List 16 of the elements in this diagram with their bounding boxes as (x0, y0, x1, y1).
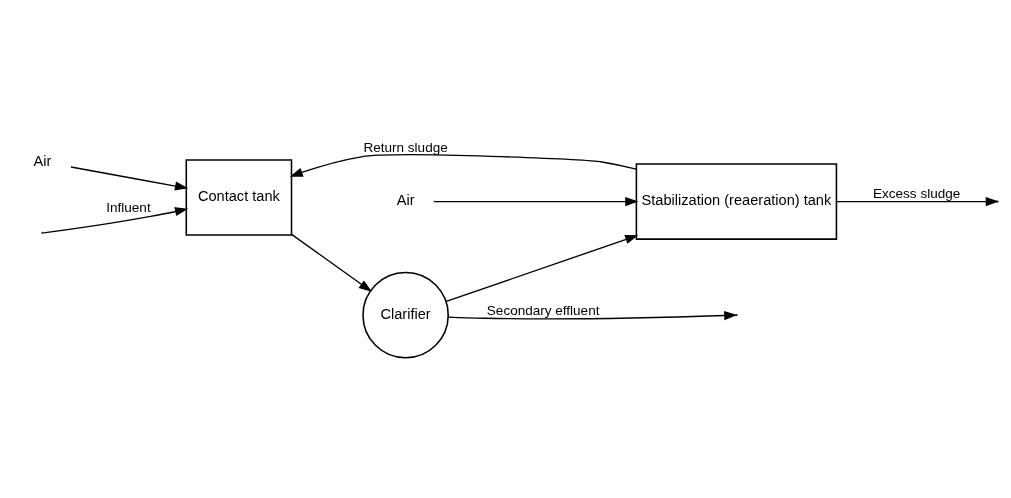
node-box: Contact tank (185, 158, 292, 236)
arrow (447, 310, 737, 320)
edge-label: Secondary effluent (486, 302, 599, 318)
node-box: Stabilization (reaeration) tank (635, 162, 837, 240)
arrow (42, 206, 188, 233)
edge-label: Return sludge (362, 139, 448, 155)
arrow (290, 233, 372, 292)
node-text: Air (396, 191, 415, 208)
arrow (445, 234, 638, 302)
node-circle: Clarifier (361, 271, 449, 359)
edge-label: Influent (105, 199, 151, 215)
node-text: Air (33, 152, 51, 169)
edge-label: Excess sludge (872, 185, 960, 201)
arrow (289, 153, 637, 177)
arrow (432, 196, 638, 206)
arrow (69, 165, 188, 191)
